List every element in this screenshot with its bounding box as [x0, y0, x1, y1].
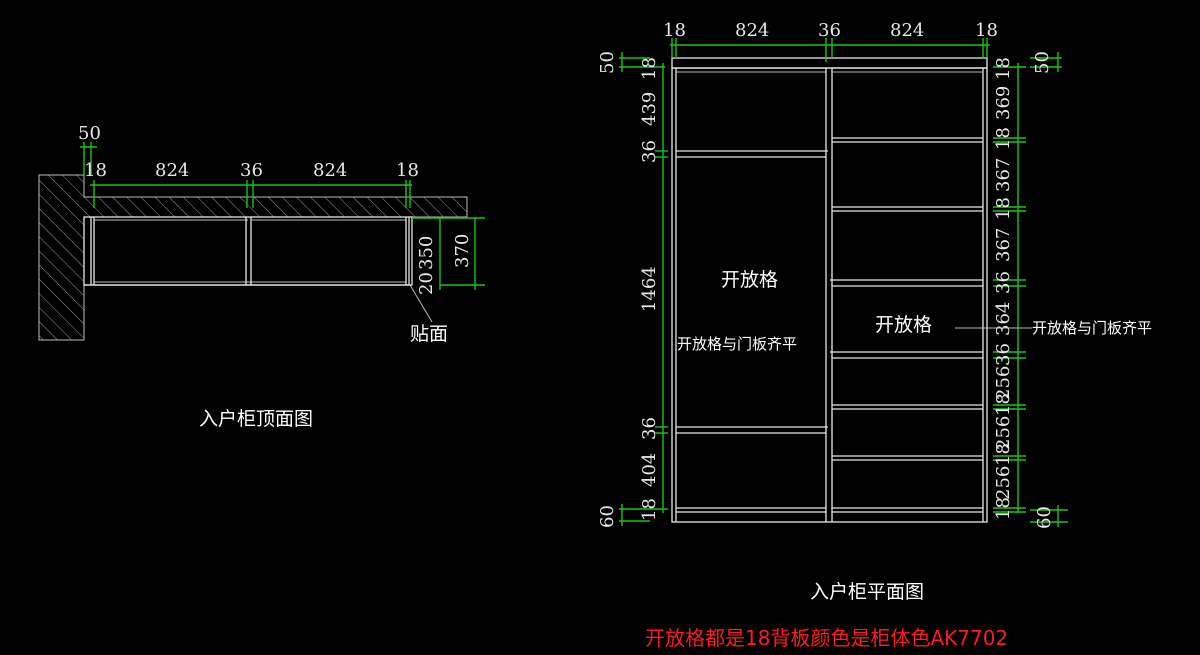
front-left-dim-bottom-panel: 18 [639, 498, 660, 521]
front-right-dim-shelf-6: 18 [993, 443, 1014, 466]
front-right-dim-top-gap: 50 [1032, 51, 1053, 74]
front-right-dim-shelf-3: 36 [993, 271, 1014, 294]
right-open-cell-note: 开放格与门板齐平 [1032, 319, 1152, 337]
front-view-title: 入户柜平面图 [810, 581, 924, 603]
front-cabinet-body [671, 57, 988, 523]
front-top-dim-5: 18 [975, 20, 998, 41]
top-dim-depth-front: 20 [416, 272, 437, 295]
top-dim-width-3: 36 [240, 160, 263, 181]
front-right-dim-cell-1: 369 [993, 86, 1014, 120]
front-right-dim-shelf-2: 18 [993, 197, 1014, 220]
left-open-cell-note: 开放格与门板齐平 [677, 335, 797, 353]
front-right-dim-drawer-2: 256 [993, 416, 1014, 450]
top-dim-width-1: 18 [84, 160, 107, 181]
front-right-dim-drawer-1: 256 [993, 366, 1014, 400]
front-left-dim-top-gap: 50 [597, 51, 618, 74]
front-left-dim-shelf-1: 36 [639, 140, 660, 163]
top-dim-depth-total: 370 [452, 234, 473, 268]
left-open-cell-label: 开放格 [721, 269, 778, 291]
top-dim-width-4: 824 [313, 160, 347, 181]
wall-hatch [38, 174, 468, 341]
veneer-label: 贴面 [410, 323, 448, 345]
front-right-dimensions [993, 52, 1068, 527]
front-left-dim-shelf-2: 36 [639, 417, 660, 440]
front-right-dim-cell-2: 367 [993, 158, 1014, 192]
front-left-dim-bottom-gap: 60 [597, 505, 618, 528]
front-left-dim-lower-cell: 404 [639, 453, 660, 487]
top-dim-width-5: 18 [396, 160, 419, 181]
front-right-dim-cell-3: 367 [993, 228, 1014, 262]
top-view: 50 18 824 36 824 18 350 370 20 贴面 入户柜顶面图 [38, 123, 485, 430]
front-right-dim-drawer-3: 256 [993, 466, 1014, 500]
front-top-dim-4: 824 [890, 20, 924, 41]
footer-note: 开放格都是18背板颜色是柜体色AK7702 [645, 626, 1008, 650]
top-dim-width-2: 824 [155, 160, 189, 181]
top-dimensions [80, 142, 485, 290]
front-top-dim-1: 18 [663, 20, 686, 41]
front-left-dim-top-panel: 18 [639, 57, 660, 80]
top-view-title: 入户柜顶面图 [199, 408, 313, 430]
front-left-dim-upper-cell: 439 [639, 92, 660, 126]
front-right-dim-open-cell: 364 [993, 302, 1014, 336]
front-right-dim-bottom-gap: 60 [1034, 506, 1055, 529]
front-view: 18 824 36 824 18 50 18 439 36 1464 36 40… [597, 20, 1152, 603]
front-left-dim-open-cell: 1464 [639, 266, 660, 312]
veneer-leader [409, 284, 433, 323]
front-top-dimensions [670, 38, 990, 62]
front-right-dim-bottom-panel: 18 [993, 497, 1014, 520]
right-open-cell-label: 开放格 [875, 314, 932, 336]
front-top-dim-3: 36 [818, 20, 841, 41]
front-top-dim-2: 824 [735, 20, 769, 41]
top-dim-wall-offset: 50 [78, 123, 101, 144]
front-right-dim-shelf-5: 18 [993, 393, 1014, 416]
top-cabinet-body [83, 216, 413, 286]
top-dim-depth-inner: 350 [416, 236, 437, 270]
front-left-dimensions [619, 52, 668, 526]
front-right-dim-shelf-1: 18 [993, 127, 1014, 150]
front-right-dim-top-panel: 18 [993, 57, 1014, 80]
front-right-dim-shelf-4: 36 [993, 343, 1014, 366]
